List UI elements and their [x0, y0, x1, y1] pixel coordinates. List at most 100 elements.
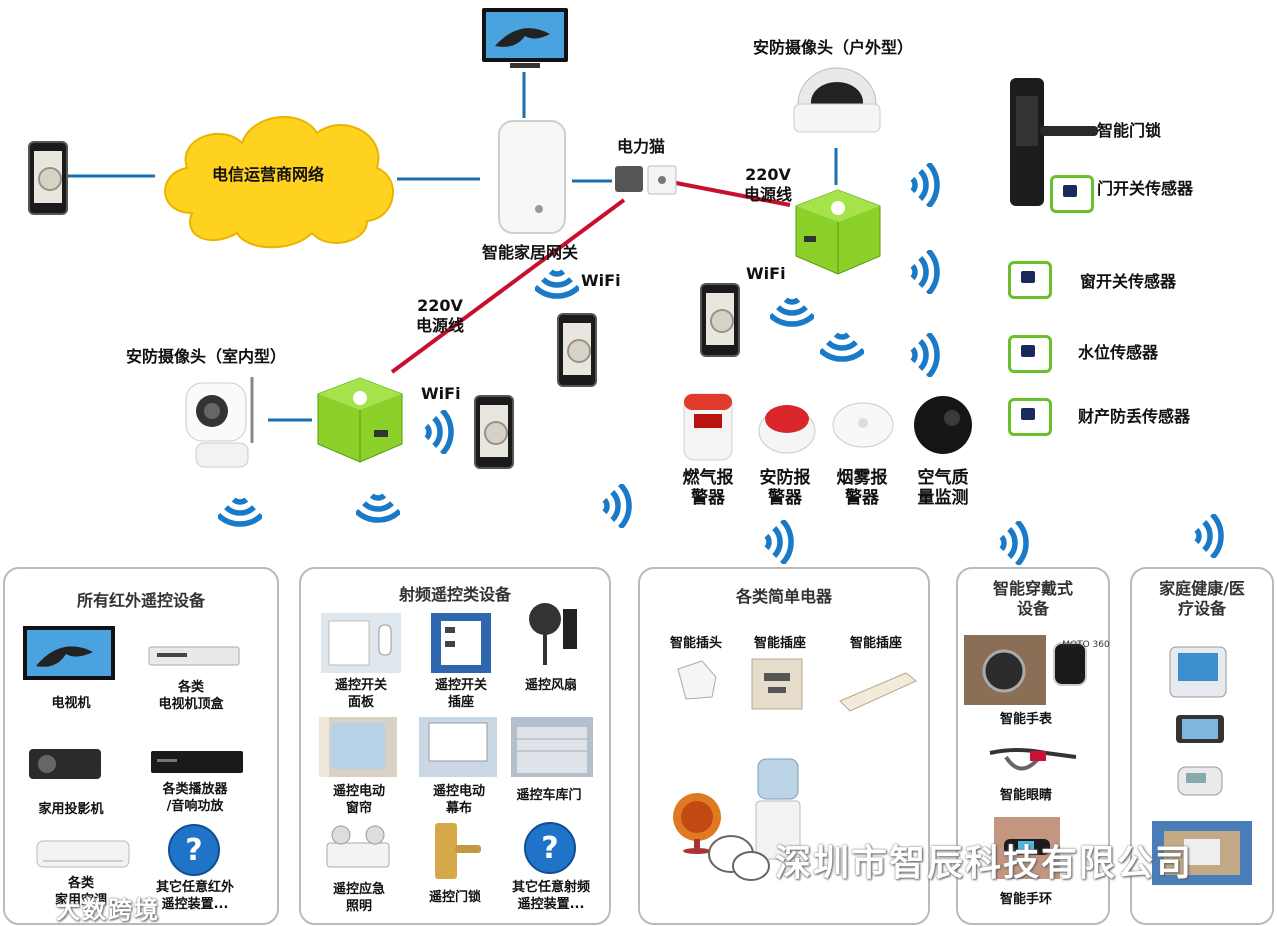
- wechat-logo-icon: [708, 835, 770, 881]
- door-lock-icon: [435, 823, 481, 879]
- item-label: 各类播放器 /音响功放: [162, 782, 228, 814]
- wifi-icon: [760, 520, 804, 564]
- security-alarm-icon: [756, 397, 818, 455]
- water-sensor-icon: [1008, 335, 1052, 373]
- wifi-icon: [906, 163, 950, 207]
- power-strip-icon: [431, 613, 491, 673]
- item-label: 遥控门锁: [428, 890, 482, 905]
- air-quality-icon: [912, 394, 974, 456]
- door-lock-label: 智能门锁: [1097, 121, 1162, 140]
- indoor-camera-label: 安防摄像头（室内型）: [126, 347, 287, 366]
- powerline-right-label: 220V 电源线: [743, 165, 793, 204]
- watermark-company: 深圳市智辰科技有限公司: [775, 843, 1194, 884]
- smartwatch-icon: [964, 635, 1087, 705]
- wifi-icon: [906, 250, 950, 294]
- water-sensor-label: 水位传感器: [1078, 343, 1159, 362]
- gas-alarm-label: 燃气报 警器: [682, 468, 734, 508]
- smoke-alarm-label: 烟雾报 警器: [836, 468, 888, 508]
- garage-door-icon: [511, 717, 593, 777]
- panel-title: 各类简单电器: [735, 587, 832, 606]
- outdoor-camera-label: 安防摄像头（户外型）: [753, 38, 914, 57]
- item-label: 智能眼睛: [999, 788, 1053, 803]
- fan-icon: [529, 603, 577, 665]
- item-label: 遥控开关 插座: [434, 678, 488, 710]
- switch-panel-icon: [321, 613, 401, 673]
- watch-brand-label: MOTO 360: [1062, 640, 1110, 650]
- outdoor-camera: [790, 66, 884, 140]
- wifi-icon: [1190, 514, 1234, 558]
- door-lock-icon: [1008, 76, 1100, 208]
- smartphone-gateway: [557, 313, 597, 387]
- item-label: 遥控电动 幕布: [432, 784, 486, 816]
- watermark-logo-icon: [8, 894, 51, 920]
- medical-kit-icon: [1152, 821, 1252, 885]
- smart-plug-icon: [677, 660, 717, 700]
- projection-screen-icon: [419, 717, 497, 777]
- item-label: 智能插座: [753, 636, 807, 651]
- item-label: 智能插头: [669, 636, 723, 651]
- item-label: 电视机: [51, 696, 91, 711]
- item-label: 智能插座: [849, 636, 903, 651]
- panel-simple-appliances: 各类简单电器 智能插头 智能插座 智能插座: [638, 567, 930, 925]
- cloud-icon: [164, 116, 394, 249]
- svg-text:?: ?: [185, 833, 202, 868]
- panel-health-devices: 家庭健康/医 疗设备: [1130, 567, 1274, 925]
- air-quality-label: 空气质 量监测: [917, 468, 969, 508]
- security-alarm-label: 安防报 警器: [759, 468, 811, 508]
- powerline-adapter: [614, 164, 678, 196]
- question-icon: ?: [168, 824, 220, 876]
- tv-icon: [23, 626, 115, 680]
- question-icon: ?: [524, 822, 576, 874]
- power-cat-label: 电力猫: [617, 137, 666, 156]
- item-label: 各类 电视机顶盒: [158, 680, 224, 712]
- item-label: 遥控应急 照明: [332, 882, 386, 914]
- svg-text:?: ?: [541, 831, 558, 866]
- heater-icon: [673, 793, 721, 854]
- item-label: 智能手环: [999, 892, 1053, 907]
- item-label: 其它任意红外 遥控装置...: [155, 880, 235, 912]
- smart-hub-right: [792, 186, 882, 275]
- panel-title: 智能穿戴式 设备: [992, 579, 1073, 618]
- blood-pressure-icon: [1177, 766, 1223, 796]
- item-label: 其它任意射频 遥控装置...: [511, 880, 591, 912]
- smart-glasses-icon: [989, 748, 1077, 771]
- smart-power-strip-icon: [839, 672, 917, 712]
- smart-band-icon: [994, 817, 1060, 879]
- item-label: 智能手表: [999, 712, 1053, 727]
- projector-icon: [29, 749, 101, 779]
- wifi-icon: [598, 484, 642, 528]
- air-conditioner-icon: [36, 840, 130, 868]
- water-dispenser-icon: [755, 758, 801, 860]
- smartphone-left-hub: [474, 395, 514, 469]
- wifi-icon: [356, 489, 400, 533]
- item-label: 遥控车库门: [516, 788, 582, 803]
- item-label: 遥控风扇: [524, 678, 578, 693]
- smart-socket-icon: [751, 658, 803, 710]
- gateway-device: [497, 119, 567, 237]
- wifi-label-right: WiFi: [746, 264, 786, 283]
- theft-sensor-label: 财产防丢传感器: [1078, 407, 1191, 426]
- emergency-light-icon: [326, 825, 390, 868]
- wifi-icon: [820, 328, 864, 372]
- wifi-label-left: WiFi: [421, 384, 461, 403]
- wifi-icon: [218, 493, 262, 537]
- wifi-icon: [420, 410, 464, 454]
- tv-icon: [480, 6, 570, 68]
- wifi-label-gateway: WiFi: [581, 271, 621, 290]
- smartphone-right: [700, 283, 740, 357]
- item-label: 遥控开关 面板: [334, 678, 388, 710]
- set-top-box-icon: [148, 646, 240, 666]
- panel-rf-devices: 射频遥控类设备 遥控开关 面板 遥控开关 插座 遥控风扇 遥控电动 窗帘 遥控电…: [299, 567, 611, 925]
- door-sensor-icon: [1050, 175, 1094, 213]
- panel-title: 所有红外遥控设备: [76, 591, 205, 610]
- gateway-label: 智能家居网关: [481, 243, 579, 262]
- window-sensor-icon: [1008, 261, 1052, 299]
- panel-wearables: 智能穿戴式 设备 MOTO 360 智能手表 智能眼睛 智能手环: [956, 567, 1110, 925]
- smoke-alarm-icon: [831, 399, 895, 451]
- watermark-source: 大数跨境: [56, 896, 160, 924]
- wifi-icon: [770, 293, 814, 337]
- panel-title: 射频遥控类设备: [398, 585, 511, 604]
- theft-sensor-icon: [1008, 398, 1052, 436]
- wifi-icon: [995, 521, 1039, 565]
- item-label: 遥控电动 窗帘: [332, 784, 386, 816]
